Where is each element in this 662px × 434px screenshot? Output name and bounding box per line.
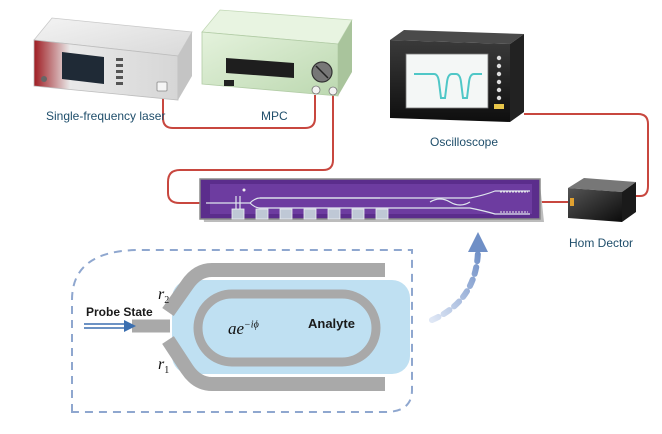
probe-input-arrow	[84, 320, 136, 332]
laser-label: Single-frequency laser	[46, 109, 166, 123]
fiber-laser-to-mpc	[162, 92, 316, 129]
waveguide-lower-arm	[162, 336, 385, 391]
r1-coefficient: r1	[158, 356, 170, 377]
phase-term: ae−iϕ	[228, 319, 259, 338]
mpc-controller	[201, 9, 353, 97]
probe-state-label: Probe State	[86, 305, 153, 319]
mpc-label: MPC	[261, 109, 288, 123]
analyte-label: Analyte	[308, 316, 355, 331]
fiber-detector-to-scope	[524, 113, 649, 197]
oscilloscope-label: Oscilloscope	[430, 135, 499, 149]
photonic-chip	[199, 178, 544, 222]
fiber-mpc-to-chip	[167, 95, 334, 204]
inset-dashed-boundary	[71, 249, 413, 413]
scope-trace	[414, 73, 482, 99]
zoom-arrow	[429, 232, 488, 323]
r2-coefficient: r2	[158, 286, 170, 307]
ring-resonator	[193, 289, 381, 367]
waveguide-upper-arm	[162, 263, 385, 317]
oscilloscope	[390, 30, 524, 122]
single-frequency-laser	[33, 17, 193, 101]
detector-label: Hom Dector	[569, 236, 634, 250]
microring-inset	[132, 263, 410, 391]
hom-detector	[568, 178, 636, 222]
fiber-connections	[162, 92, 649, 204]
